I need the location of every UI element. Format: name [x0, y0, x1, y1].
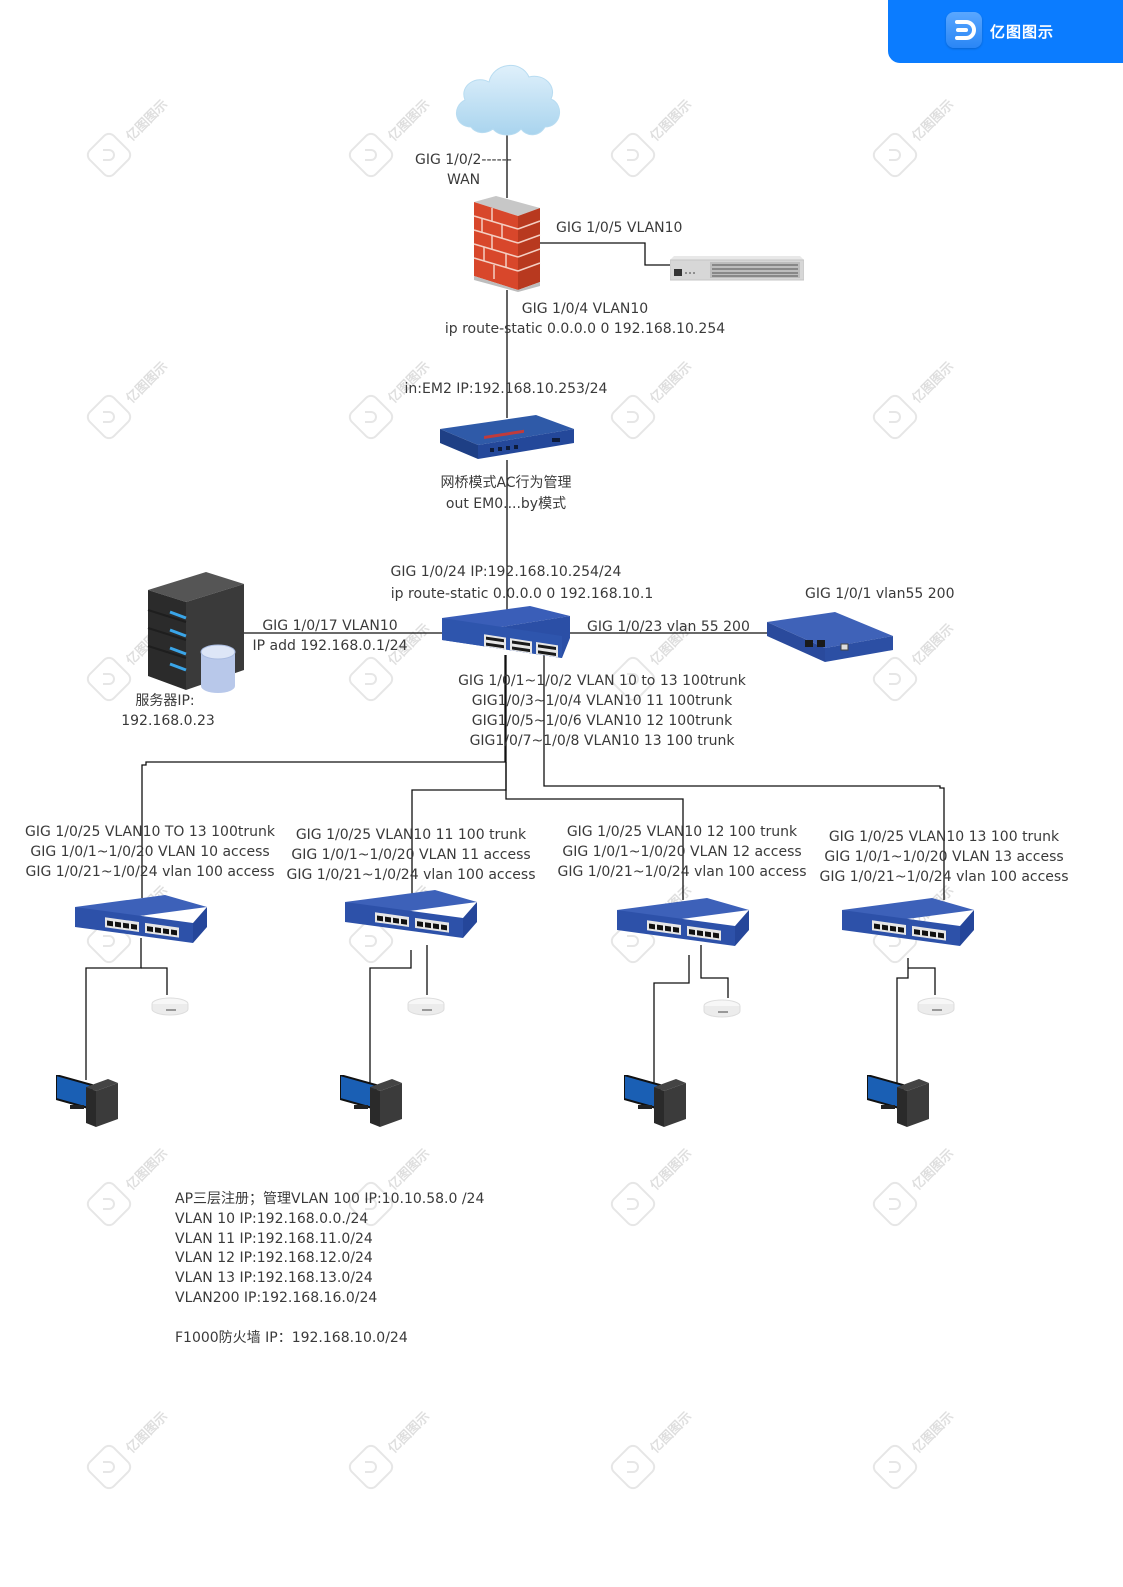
- firewall-port-down-label: GIG 1/0/4 VLAN10: [521, 301, 649, 317]
- firewall-brick-icon: [473, 196, 541, 292]
- note-line: F1000防火墙 IP：192.168.10.0/24: [175, 1329, 408, 1346]
- sw4-label-1: GIG 1/0/25 VLAN10 13 100 trunk: [828, 829, 1060, 845]
- core-trunk-label-4: GIG1/0/7~1/0/8 VLAN10 13 100 trunk: [469, 733, 735, 749]
- wire-sw4-ap: [908, 967, 936, 995]
- firewall-route-label: ip route-static 0.0.0.0 0 192.168.10.254: [444, 321, 726, 337]
- server-ip-title: 服务器IP:: [135, 693, 195, 709]
- sw4-label-2: GIG 1/0/1~1/0/20 VLAN 13 access: [824, 849, 1064, 865]
- cloud-icon: [456, 64, 560, 136]
- core-trunk-label-2: GIG1/0/3~1/0/4 VLAN10 11 100trunk: [471, 693, 733, 709]
- server-ip-value: 192.168.0.23: [121, 713, 215, 729]
- wire-sw3-pc: [653, 955, 690, 1085]
- server-port-label: GIG 1/0/17 VLAN10: [262, 618, 398, 634]
- edraw-logo-icon: [946, 12, 982, 48]
- desktop-pc-icon: [339, 1073, 404, 1131]
- wire-sw1-ap: [141, 967, 168, 995]
- desktop-pc-icon: [623, 1073, 688, 1131]
- wire-sw2-pc: [369, 950, 412, 1085]
- sw2-label-3: GIG 1/0/21~1/0/24 vlan 100 access: [286, 867, 536, 883]
- note-line: VLAN 10 IP:192.168.0.0./24: [175, 1210, 369, 1227]
- gateway-label: GIG 1/0/1 vlan55 200: [805, 586, 955, 602]
- desktop-pc-icon: [866, 1073, 931, 1131]
- note-line: VLAN 12 IP:192.168.12.0/24: [175, 1250, 373, 1267]
- sw3-label-2: GIG 1/0/1~1/0/20 VLAN 12 access: [562, 844, 802, 860]
- core-right-port-label: GIG 1/0/23 vlan 55 200: [587, 619, 750, 635]
- brand-banner: 亿图图示: [888, 0, 1123, 63]
- core-uplink-route-label: ip route-static 0.0.0.0 0 192.168.10.1: [390, 586, 654, 602]
- sw1-label-3: GIG 1/0/21~1/0/24 vlan 100 access: [25, 864, 275, 880]
- core-trunk-label-3: GIG1/0/5~1/0/6 VLAN10 12 100trunk: [471, 713, 733, 729]
- wire-core-sw4: [543, 655, 945, 900]
- gateway-router: [765, 612, 895, 668]
- sw1-label-1: GIG 1/0/25 VLAN10 TO 13 100trunk: [25, 824, 275, 840]
- wireless-ap-icon: [150, 996, 190, 1020]
- sw3-label-3: GIG 1/0/21~1/0/24 vlan 100 access: [557, 864, 807, 880]
- core-uplink-ip-label: GIG 1/0/24 IP:192.168.10.254/24: [390, 564, 622, 580]
- desktop-pc-icon: [55, 1073, 120, 1131]
- sw2-label-2: GIG 1/0/1~1/0/20 VLAN 11 access: [291, 847, 531, 863]
- brand-name: 亿图图示: [990, 23, 1055, 41]
- wire-core-sw3: [505, 762, 684, 900]
- ac-out-label: out EM0....by模式: [445, 496, 567, 512]
- wan-port-label: GIG 1/0/2------: [415, 152, 512, 168]
- wire-sw4-pc: [896, 958, 909, 1085]
- server-tower-icon: [147, 572, 244, 693]
- wire-sw3-ap: [700, 945, 729, 998]
- wireless-ap-icon: [702, 998, 742, 1022]
- ac-behavior-manager: [440, 415, 574, 469]
- sw1-label-2: GIG 1/0/1~1/0/20 VLAN 10 access: [30, 844, 270, 860]
- server: [146, 572, 246, 702]
- access-switch-icon: [345, 890, 477, 944]
- core-switch: [442, 606, 572, 666]
- wan-label: WAN: [447, 172, 481, 188]
- note-line: VLAN 13 IP:192.168.13.0/24: [175, 1270, 373, 1287]
- ac-mode-label: 网桥模式AC行为管理: [440, 475, 572, 491]
- wire-core-sw1: [141, 655, 506, 898]
- note-line: VLAN200 IP:192.168.16.0/24: [175, 1289, 378, 1306]
- appliance-icon: [440, 415, 574, 459]
- core-trunk-label-1: GIG 1/0/1~1/0/2 VLAN 10 to 13 100trunk: [458, 673, 746, 689]
- wire-firewall-storage: [540, 242, 672, 266]
- ac-in-label: in:EM2 IP:192.168.10.253/24: [404, 381, 608, 397]
- router-icon: [767, 612, 893, 662]
- access-switch-icon: [617, 898, 749, 952]
- sw4-label-3: GIG 1/0/21~1/0/24 vlan 100 access: [819, 869, 1069, 885]
- note-line: VLAN 11 IP:192.168.11.0/24: [175, 1230, 373, 1247]
- rack-device-icon: [669, 256, 805, 281]
- vlan-notes: AP三层注册；管理VLAN 100 IP:10.10.58.0 /24 VLAN…: [175, 1190, 484, 1348]
- firewall: [472, 196, 542, 296]
- switch-24port-icon: [442, 606, 570, 658]
- patch-panel: [669, 250, 805, 286]
- server-ip-add-label: IP add 192.168.0.1/24: [252, 638, 408, 654]
- wireless-ap-icon: [916, 996, 956, 1020]
- sw2-label-1: GIG 1/0/25 VLAN10 11 100 trunk: [295, 827, 527, 843]
- access-switch-icon: [75, 895, 207, 949]
- note-line: AP三层注册；管理VLAN 100 IP:10.10.58.0 /24: [175, 1191, 485, 1207]
- sw3-label-1: GIG 1/0/25 VLAN10 12 100 trunk: [566, 824, 798, 840]
- wire-core-sw2: [411, 655, 507, 898]
- wireless-ap-icon: [406, 996, 446, 1020]
- note-line: [175, 1309, 484, 1329]
- wire-sw1-pc: [85, 938, 142, 1080]
- access-switch-icon: [842, 898, 974, 952]
- internet-cloud: [449, 55, 565, 141]
- firewall-port-right-label: GIG 1/0/5 VLAN10: [556, 220, 683, 236]
